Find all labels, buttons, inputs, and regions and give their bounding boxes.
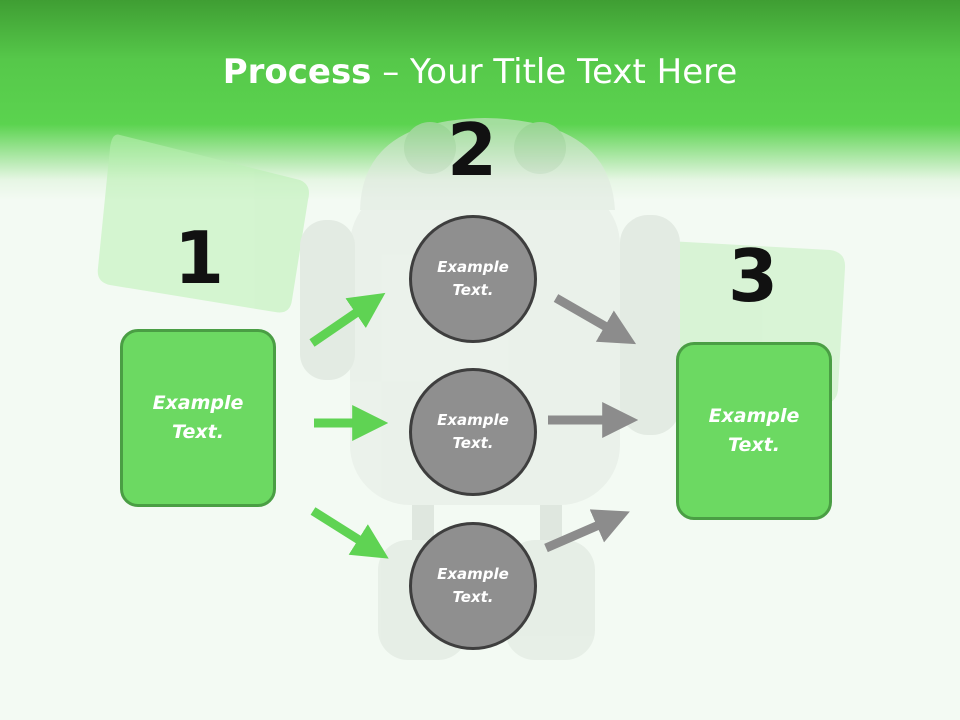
step-number-3: 3 [727, 234, 779, 318]
left-text-box: Example Text. [120, 329, 276, 507]
right-text-box: Example Text. [676, 342, 832, 520]
circle-bottom: Example Text. [409, 522, 537, 650]
step-number-1: 1 [173, 216, 225, 300]
left-box-text: Example Text. [152, 392, 244, 443]
circle-middle: Example Text. [409, 368, 537, 496]
title-rest-part: – Your Title Text Here [371, 52, 738, 92]
green-arrow-up [309, 292, 386, 347]
page-title: Process – Your Title Text Here [0, 52, 960, 92]
circle-bottom-text: Example Text. [437, 565, 509, 606]
circle-middle-text: Example Text. [437, 411, 509, 452]
gray-arrow-down [553, 294, 637, 345]
green-arrow-down [310, 507, 389, 559]
title-bold-part: Process [222, 52, 372, 92]
right-box-text: Example Text. [708, 405, 800, 456]
step-number-2: 2 [446, 108, 498, 192]
gray-arrow-up [544, 509, 630, 553]
circle-top-text: Example Text. [437, 258, 509, 299]
circle-top: Example Text. [409, 215, 537, 343]
